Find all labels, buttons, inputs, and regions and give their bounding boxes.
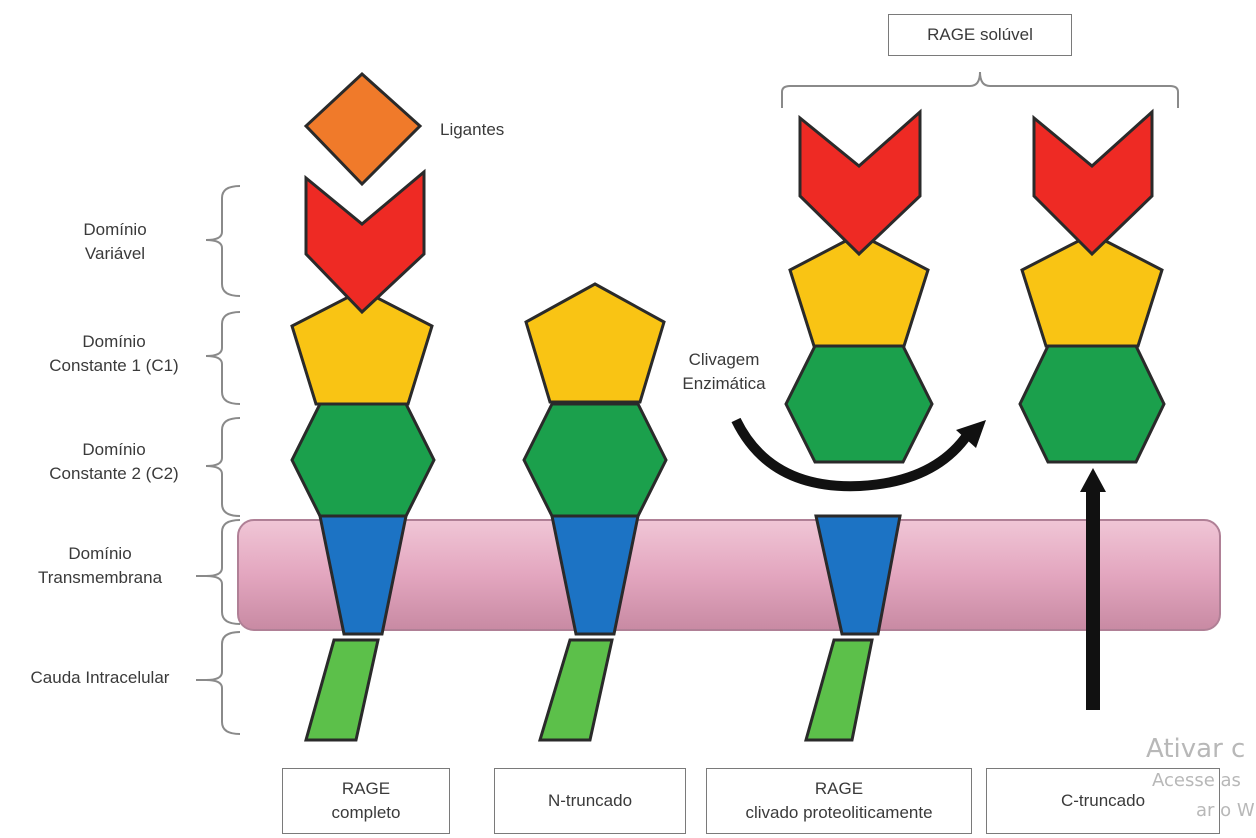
rage-clivado-soluble <box>786 112 932 462</box>
cleavage-label: Clivagem Enzimática <box>664 348 784 396</box>
watermark-line-1: Ativar c <box>1146 734 1245 764</box>
c1-domain-label: Domínio Constante 1 (C1) <box>14 330 214 378</box>
c2-shape <box>292 404 434 516</box>
secretion-arrow-shaft <box>1086 484 1100 710</box>
watermark-line-2: Acesse as <box>1152 770 1241 791</box>
variable-domain-label: Domínio Variável <box>40 218 190 266</box>
soluble-brace <box>782 72 1178 108</box>
variable-shape <box>306 172 424 312</box>
rage-completo-receptor <box>292 74 434 740</box>
c2-shape <box>786 346 932 462</box>
c2-domain-label: Domínio Constante 2 (C2) <box>14 438 214 486</box>
variable-shape <box>800 112 920 254</box>
transmembrane-domain-label: Domínio Transmembrana <box>4 542 196 590</box>
secretion-arrow-head <box>1080 468 1106 492</box>
c-truncado-receptor <box>1020 112 1164 462</box>
intracellular-tail-label: Cauda Intracelular <box>4 666 196 690</box>
tail-shape <box>540 640 612 740</box>
ligands-label: Ligantes <box>440 118 504 142</box>
variant-box-n-truncado: N-truncado <box>494 768 686 834</box>
variant-box-rage-clivado: RAGE clivado proteoliticamente <box>706 768 972 834</box>
variant-box-rage-completo: RAGE completo <box>282 768 450 834</box>
c1-shape <box>526 284 664 402</box>
c2-shape <box>524 404 666 516</box>
soluble-rage-box: RAGE solúvel <box>888 14 1072 56</box>
label-ticks <box>196 576 206 680</box>
tail-shape <box>806 640 872 740</box>
watermark-line-3: ar o W <box>1196 800 1255 821</box>
variable-shape <box>1034 112 1152 254</box>
ligand-shape <box>306 74 420 184</box>
tail-shape <box>306 640 378 740</box>
n-truncado-receptor <box>524 284 666 740</box>
c2-shape <box>1020 346 1164 462</box>
